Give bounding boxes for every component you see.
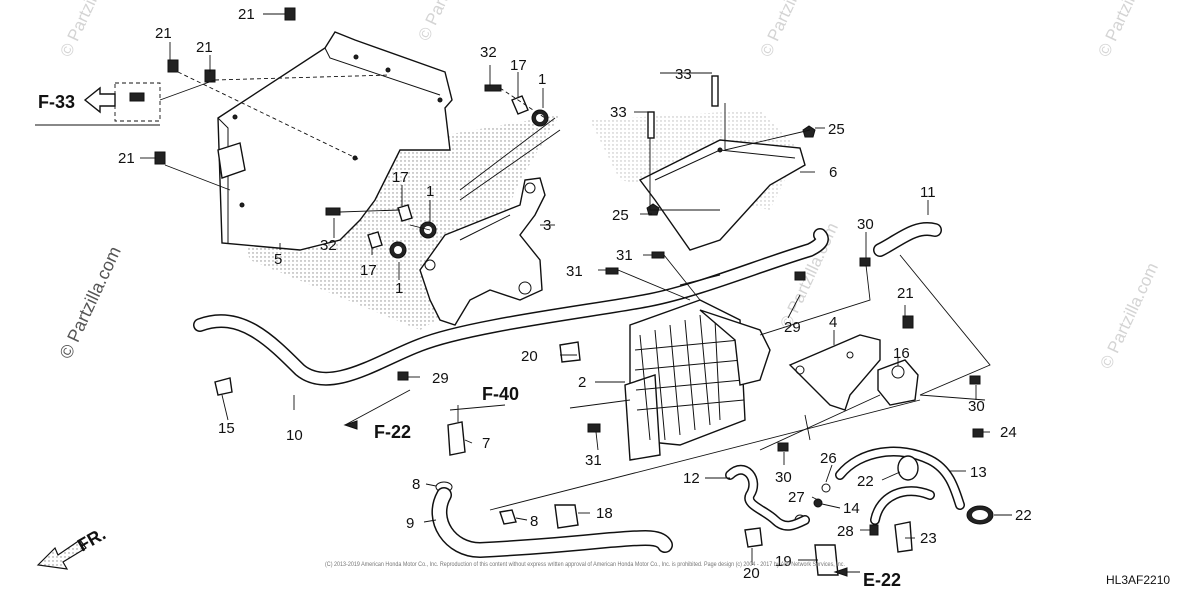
callout-21[interactable]: 21 xyxy=(155,25,172,42)
callout-25[interactable]: 25 xyxy=(612,207,629,224)
callout-7[interactable]: 7 xyxy=(482,435,490,452)
purge-valve xyxy=(877,359,919,406)
callout-1[interactable]: 1 xyxy=(395,280,403,297)
callout-5[interactable]: 5 xyxy=(274,251,282,268)
callout-19[interactable]: 19 xyxy=(775,553,792,570)
assembly-lines xyxy=(159,71,991,511)
watermark-text: © Partzilla.com xyxy=(1094,0,1160,60)
callout-11[interactable]: 11 xyxy=(920,184,936,201)
callout-3[interactable]: 3 xyxy=(543,217,551,234)
watermark-text: © Partzilla.com xyxy=(55,243,124,361)
watermark-text: © Partzilla.com xyxy=(56,0,122,60)
callout-6[interactable]: 6 xyxy=(829,164,837,181)
leader-lines xyxy=(140,13,1012,565)
callout-8[interactable]: 8 xyxy=(412,476,420,493)
diagram-code: HL3AF2210 xyxy=(1106,573,1170,587)
callout-12[interactable]: 12 xyxy=(683,470,700,487)
lower-hoses xyxy=(431,446,965,559)
callout-24[interactable]: 24 xyxy=(1000,424,1017,441)
callout-20[interactable]: 20 xyxy=(743,565,760,582)
hose-11 xyxy=(873,222,942,257)
callout-31[interactable]: 31 xyxy=(585,452,602,469)
cross-references: F-40 F-22 E-22 xyxy=(343,384,901,590)
callout-10[interactable]: 10 xyxy=(286,427,303,444)
callout-32[interactable]: 32 xyxy=(480,44,497,61)
callout-29[interactable]: 29 xyxy=(432,370,449,387)
watermark-text: © Partzilla.com xyxy=(756,0,822,60)
callout-22[interactable]: 22 xyxy=(1015,507,1032,524)
watermark-text: © Partzilla.com xyxy=(414,0,480,44)
callout-15[interactable]: 15 xyxy=(218,420,235,437)
heat-shield-cover xyxy=(217,31,453,251)
callout-13[interactable]: 13 xyxy=(970,464,987,481)
callout-18[interactable]: 18 xyxy=(596,505,613,522)
callout-17[interactable]: 17 xyxy=(360,262,377,279)
copyright-notice: (C) 2013-2019 American Honda Motor Co., … xyxy=(325,562,845,568)
callout-8[interactable]: 8 xyxy=(530,513,538,530)
callout-9[interactable]: 9 xyxy=(406,515,414,532)
callout-1[interactable]: 1 xyxy=(538,71,546,88)
callout-1[interactable]: 1 xyxy=(426,183,434,200)
callout-30[interactable]: 30 xyxy=(775,469,792,486)
ref-f33[interactable]: F-33 xyxy=(38,92,75,112)
ref-e22[interactable]: E-22 xyxy=(863,570,901,590)
callout-31[interactable]: 31 xyxy=(616,247,633,264)
ref-f22[interactable]: F-22 xyxy=(374,422,411,442)
mounting-bracket xyxy=(419,177,546,326)
callouts: 21 21 21 21 21 32 32 17 17 17 1 1 1 5 3 … xyxy=(118,6,1032,582)
watermark-text: © Partzilla.com xyxy=(1096,260,1162,372)
callout-25[interactable]: 25 xyxy=(828,121,845,138)
ref-f40[interactable]: F-40 xyxy=(482,384,519,404)
front-direction-arrow: FR. xyxy=(36,524,109,570)
f33-reference: F-33 xyxy=(35,82,161,126)
guard-plate xyxy=(638,139,806,251)
fittings xyxy=(154,7,994,576)
callout-31[interactable]: 31 xyxy=(566,263,583,280)
valve-bracket xyxy=(788,334,881,411)
callout-27[interactable]: 27 xyxy=(788,489,805,506)
callout-21[interactable]: 21 xyxy=(238,6,255,23)
callout-17[interactable]: 17 xyxy=(510,57,527,74)
callout-21[interactable]: 21 xyxy=(196,39,213,56)
callout-4[interactable]: 4 xyxy=(829,314,837,331)
callout-26[interactable]: 26 xyxy=(820,450,837,467)
evap-canister xyxy=(624,299,771,461)
callout-20[interactable]: 20 xyxy=(521,348,538,365)
callout-30[interactable]: 30 xyxy=(968,398,985,415)
callout-2[interactable]: 2 xyxy=(578,374,586,391)
callout-21[interactable]: 21 xyxy=(897,285,914,302)
callout-28[interactable]: 28 xyxy=(837,523,854,540)
callout-14[interactable]: 14 xyxy=(843,500,860,517)
callout-17[interactable]: 17 xyxy=(392,169,409,186)
callout-33[interactable]: 33 xyxy=(675,66,692,83)
callout-22[interactable]: 22 xyxy=(857,473,874,490)
callout-33[interactable]: 33 xyxy=(610,104,627,121)
callout-23[interactable]: 23 xyxy=(920,530,937,547)
callout-21[interactable]: 21 xyxy=(118,150,135,167)
callout-29[interactable]: 29 xyxy=(784,319,801,336)
callout-30[interactable]: 30 xyxy=(857,216,874,233)
callout-16[interactable]: 16 xyxy=(893,345,910,362)
callout-32[interactable]: 32 xyxy=(320,237,337,254)
